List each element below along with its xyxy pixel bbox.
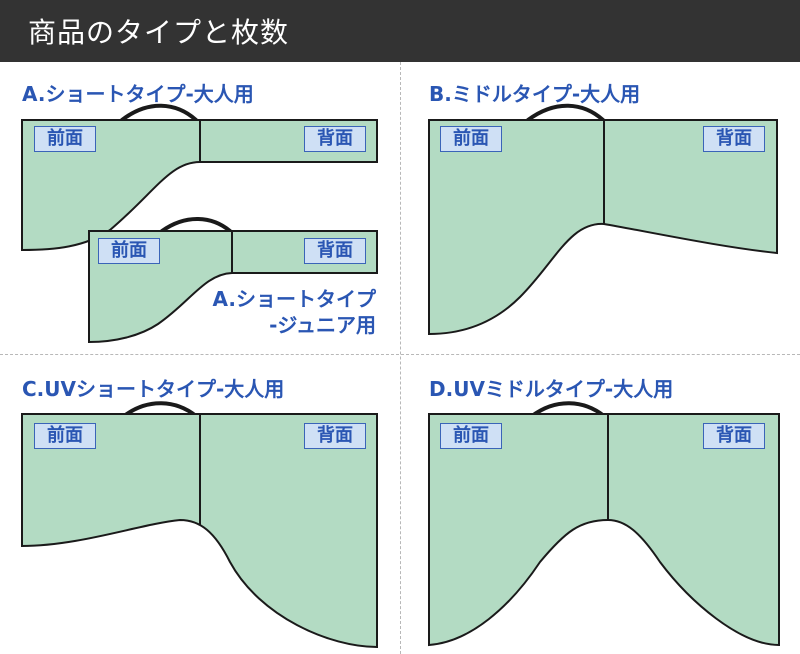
badge-a-junior-back: 背面 [304,238,366,264]
badge-c-back: 背面 [304,423,366,449]
badge-b-back: 背面 [703,126,765,152]
badge-d-front: 前面 [440,423,502,449]
section-a-title: A.ショートタイプ-大人用 [22,82,254,106]
vertical-divider [400,62,401,654]
badge-b-front: 前面 [440,126,502,152]
section-d-title: D.UVミドルタイプ-大人用 [429,377,674,401]
badge-a-adult-back: 背面 [304,126,366,152]
strap-a-junior [160,217,232,233]
panel-a-adult-shape [21,119,378,252]
panel-c-shape [21,413,378,649]
page-title: 商品のタイプと枚数 [28,16,290,49]
product-type-diagram: A.ショートタイプ-大人用 B.ミドルタイプ-大人用 C.UVショートタイプ-大… [0,62,800,654]
badge-a-junior-front: 前面 [98,238,160,264]
junior-label-line2: -ジュニア用 [269,313,376,337]
panel-drawings [21,103,780,649]
strap-b [526,103,605,122]
junior-label-line1: A.ショートタイプ [212,287,376,311]
strap-a-adult [120,103,198,122]
junior-label: A.ショートタイプ -ジュニア用 [200,286,376,338]
badge-c-front: 前面 [34,423,96,449]
panel-c [21,401,378,649]
strap-d [530,401,606,418]
panel-d [428,401,780,647]
panel-b [428,103,778,336]
horizontal-divider [0,354,800,355]
panel-b-shape [428,119,778,336]
section-c-title: C.UVショートタイプ-大人用 [22,377,285,401]
header-bar: 商品のタイプと枚数 [0,0,800,62]
badge-a-adult-front: 前面 [34,126,96,152]
strap-c [122,401,198,418]
badge-d-back: 背面 [703,423,765,449]
panel-a-adult [21,103,378,252]
section-b-title: B.ミドルタイプ-大人用 [429,82,641,106]
